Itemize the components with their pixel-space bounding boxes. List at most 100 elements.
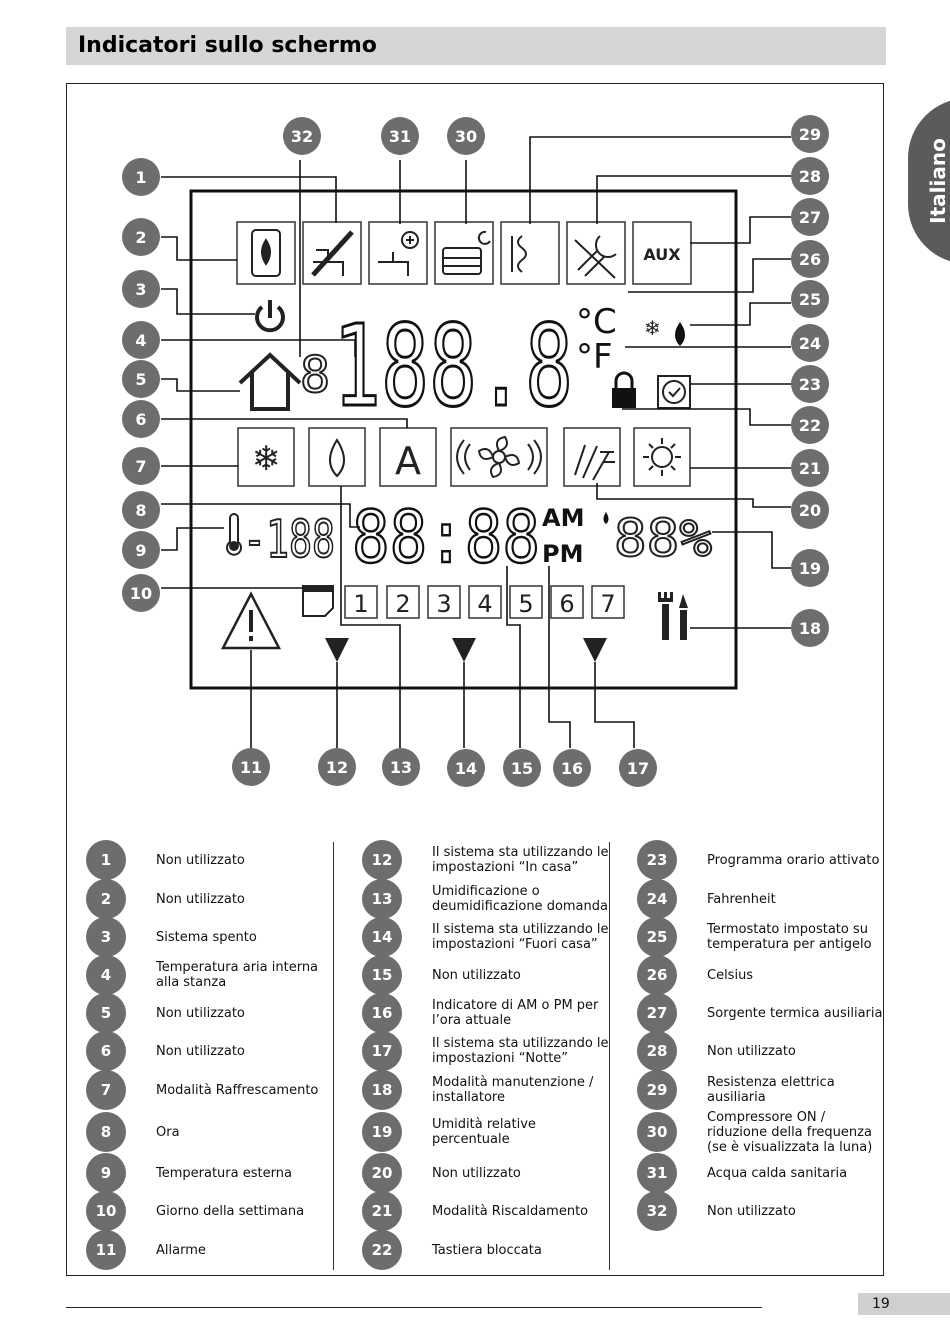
callout-number: 3 bbox=[135, 280, 146, 299]
callout-number: 11 bbox=[240, 758, 262, 777]
room-digit: 8 bbox=[300, 346, 330, 404]
callout-badge-4 bbox=[122, 321, 160, 359]
callout-badge-8 bbox=[122, 491, 160, 529]
svg-text:❄: ❄ bbox=[252, 439, 281, 479]
callout-badge-5 bbox=[122, 360, 160, 398]
callout-badge-12 bbox=[318, 748, 356, 786]
weekday-number: 5 bbox=[518, 590, 533, 618]
solar-disabled-icon bbox=[566, 221, 626, 285]
callout-number: 16 bbox=[561, 759, 583, 778]
callout-badge-9 bbox=[122, 531, 160, 569]
lock-icon bbox=[612, 371, 636, 408]
weekday-box-2 bbox=[386, 585, 420, 619]
callout-number: 31 bbox=[389, 127, 411, 146]
callout-number: 17 bbox=[627, 759, 649, 778]
section-header: Indicatori sullo schermo bbox=[66, 27, 886, 65]
callout-badge-22 bbox=[791, 406, 829, 444]
callout-number: 30 bbox=[455, 127, 477, 146]
alarm-warning-icon bbox=[220, 591, 282, 650]
callout-number: 7 bbox=[135, 457, 146, 476]
cooling-mode-icon bbox=[237, 427, 295, 487]
heating-mode-icon bbox=[633, 427, 691, 487]
hot-water-tap-icon bbox=[368, 221, 428, 285]
callout-number: 21 bbox=[799, 459, 821, 478]
aux-label: AUX bbox=[643, 245, 681, 264]
callout-number: 12 bbox=[326, 758, 348, 777]
callout-badge-31 bbox=[381, 117, 419, 155]
weekday-number: 2 bbox=[395, 590, 410, 618]
humidity-drop-icon bbox=[308, 427, 366, 487]
callout-badge-6 bbox=[122, 400, 160, 438]
callout-badge-26 bbox=[791, 240, 829, 278]
fahrenheit-indicator: °F bbox=[576, 337, 613, 377]
callout-badge-7 bbox=[122, 447, 160, 485]
weekday-number: 4 bbox=[477, 590, 492, 618]
language-tab: Italiano bbox=[908, 98, 950, 264]
callout-number: 28 bbox=[799, 167, 821, 186]
compressor-moon-icon bbox=[434, 221, 494, 285]
content-frame bbox=[66, 83, 884, 1276]
callout-number: 2 bbox=[135, 228, 146, 247]
solar-panel-icon bbox=[563, 427, 621, 487]
weekday-box-5 bbox=[509, 585, 543, 619]
thermometer-icon bbox=[226, 513, 242, 556]
callout-badge-10 bbox=[122, 574, 160, 612]
callout-number: 6 bbox=[135, 410, 146, 429]
callout-badge-32 bbox=[283, 117, 321, 155]
clock-digits: 88:88 bbox=[352, 495, 540, 579]
callout-number: 9 bbox=[135, 541, 146, 560]
callout-badge-20 bbox=[791, 491, 829, 529]
aux-source-icon bbox=[632, 221, 692, 285]
home-mode-triangle bbox=[325, 638, 349, 662]
fan-icon bbox=[450, 427, 548, 487]
pm-indicator: PM bbox=[542, 540, 583, 568]
am-indicator: AM bbox=[542, 504, 584, 532]
callout-badge-11 bbox=[232, 748, 270, 786]
maintenance-tools-icon bbox=[658, 592, 688, 640]
callout-number: 8 bbox=[135, 501, 146, 520]
outdoor-temp-digits: -188 bbox=[243, 510, 335, 570]
weekday-box-4 bbox=[468, 585, 502, 619]
house-icon bbox=[238, 352, 302, 411]
calendar-icon bbox=[302, 585, 334, 617]
electric-heater-icon bbox=[500, 221, 560, 285]
callout-number: 13 bbox=[390, 758, 412, 777]
callout-number: 18 bbox=[799, 619, 821, 638]
callout-number: 23 bbox=[799, 375, 821, 394]
callout-number: 1 bbox=[135, 168, 146, 187]
footer-rule bbox=[66, 1307, 762, 1308]
humidity-drop-small-icon bbox=[603, 512, 609, 524]
page-title: Indicatori sullo schermo bbox=[78, 33, 377, 58]
callout-badge-30 bbox=[447, 117, 485, 155]
callout-number: 10 bbox=[130, 584, 152, 603]
schedule-clock-icon bbox=[657, 375, 691, 409]
weekday-box-3 bbox=[427, 585, 461, 619]
power-icon bbox=[255, 300, 285, 333]
callout-number: 15 bbox=[511, 759, 533, 778]
weekday-number: 3 bbox=[436, 590, 451, 618]
antifreeze-icon: ❄ bbox=[644, 316, 685, 346]
weekday-number: 6 bbox=[559, 590, 574, 618]
boiler-flame-icon bbox=[236, 221, 296, 285]
weekday-box-1 bbox=[344, 585, 378, 619]
callout-badge-2 bbox=[122, 218, 160, 256]
callout-badge-24 bbox=[791, 324, 829, 362]
legend-divider bbox=[609, 842, 610, 1270]
callout-leader-lines bbox=[161, 136, 791, 748]
callout-badge-28 bbox=[791, 157, 829, 195]
callout-badge-3 bbox=[122, 270, 160, 308]
callout-badge-29 bbox=[791, 115, 829, 153]
night-mode-triangle bbox=[583, 638, 607, 662]
callout-number: 5 bbox=[135, 370, 146, 389]
svg-text:❄: ❄ bbox=[644, 316, 661, 340]
page-number: 19 bbox=[858, 1293, 950, 1315]
auto-mode-label: A bbox=[395, 439, 421, 483]
callout-badge-18 bbox=[791, 609, 829, 647]
callout-badge-25 bbox=[791, 280, 829, 318]
callout-badge-21 bbox=[791, 449, 829, 487]
weekday-box-7 bbox=[591, 585, 625, 619]
callout-number: 25 bbox=[799, 290, 821, 309]
callout-badge-23 bbox=[791, 365, 829, 403]
callout-number: 14 bbox=[455, 759, 477, 778]
